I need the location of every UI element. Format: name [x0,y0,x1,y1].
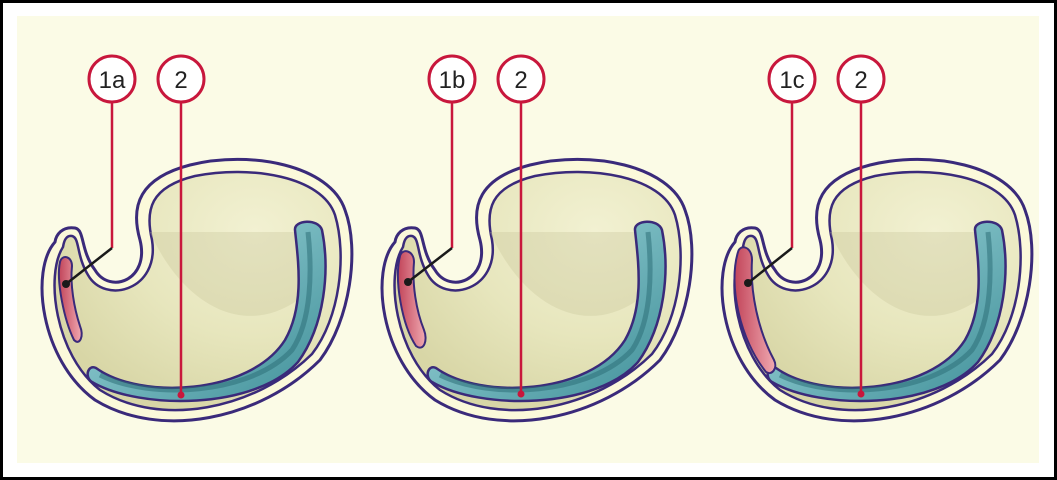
label-1b-text: 1b [439,67,466,94]
label-2-c-text: 2 [854,67,867,94]
label-1c-text: 1c [779,67,804,94]
embryo-stage-a [42,159,352,420]
label-callout-1a: 1a [89,56,135,102]
embryo-stage-c [722,159,1032,420]
label-callout-2-a: 2 [158,56,204,102]
label-1a-text: 1a [99,67,126,94]
label-2-b-text: 2 [514,67,527,94]
label-callout-1c: 1c [769,56,815,102]
label-callout-1b: 1b [429,56,475,102]
label-callout-2-b: 2 [498,56,544,102]
embryo-stage-b [382,159,692,420]
label-callout-2-c: 2 [838,56,884,102]
label-2-a-text: 2 [174,67,187,94]
